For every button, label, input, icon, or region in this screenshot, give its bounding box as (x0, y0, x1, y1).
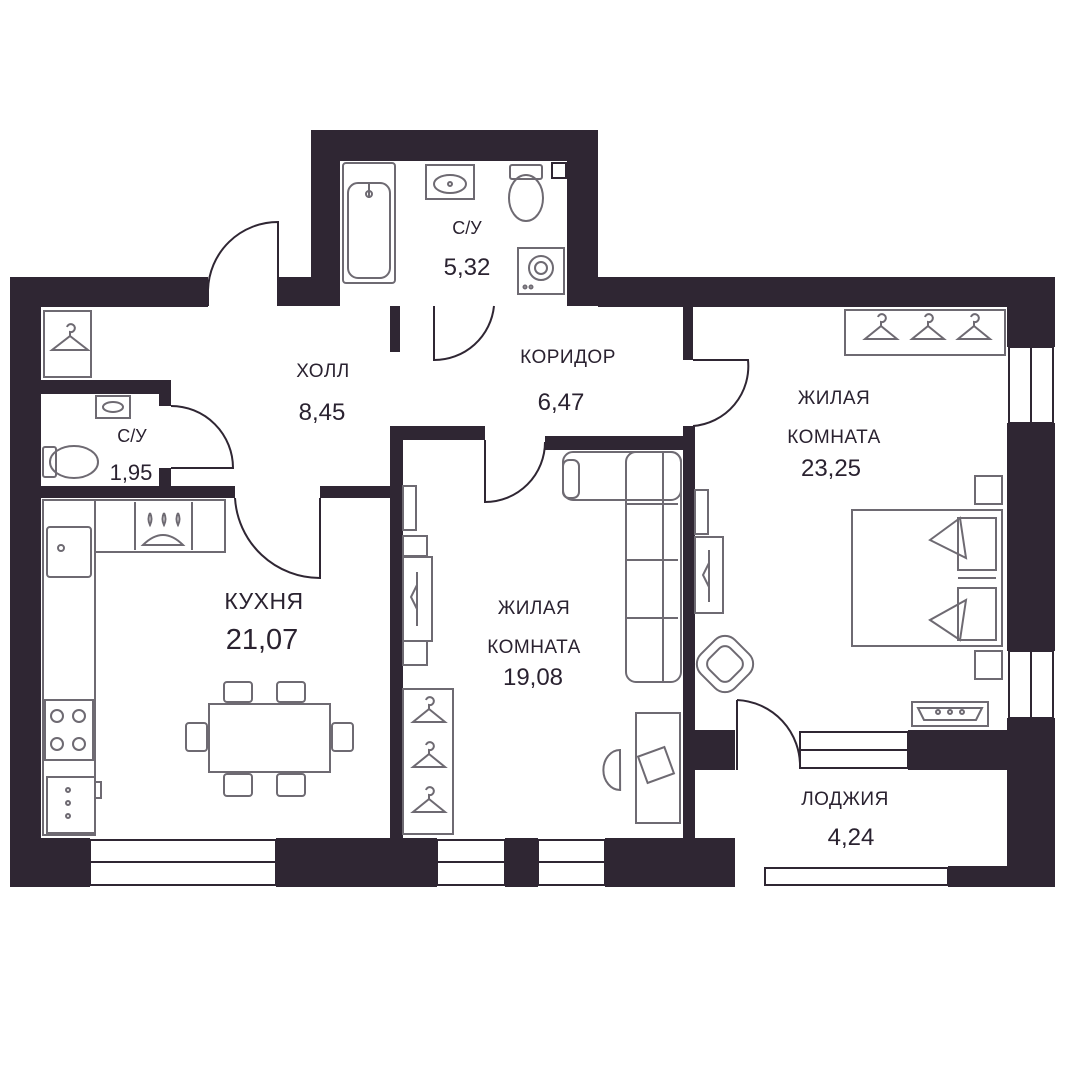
sink-icon (95, 395, 131, 419)
hanger-icon (402, 688, 454, 835)
wall-segment (1007, 277, 1055, 347)
dishes-icon (140, 534, 186, 546)
wall-segment (390, 426, 485, 440)
room-name-living-middle-line2: КОМНАТА (487, 637, 581, 658)
door-bath-small (170, 405, 235, 469)
stove-icon (44, 699, 94, 761)
wall-segment (10, 277, 41, 887)
wall-segment (276, 838, 437, 887)
wall-segment (683, 426, 695, 838)
room-name-living-right-line2: КОМНАТА (787, 427, 881, 448)
wall-segment (598, 277, 1055, 307)
room-name-bathroom-top: С/У (452, 218, 482, 238)
hanger-icon (43, 310, 92, 378)
bed-icon (851, 475, 1003, 680)
toilet-icon (42, 445, 99, 479)
door-bath-top (433, 305, 495, 362)
sofa-icon (562, 451, 682, 683)
wall-segment (1007, 423, 1055, 651)
wall-segment (545, 436, 693, 450)
room-name-bathroom-small: С/У (117, 426, 147, 446)
doors (170, 220, 802, 770)
armchair-icon (695, 634, 755, 694)
nightstand (974, 650, 1003, 680)
wall-segment (505, 838, 538, 887)
kitchen-counter (42, 499, 226, 836)
hanger-icon (844, 309, 1006, 356)
dishwasher-icon (147, 512, 181, 528)
wall-segment (10, 838, 90, 887)
windows (89, 346, 1054, 886)
wall-segment (683, 306, 693, 360)
door-living-right (692, 359, 750, 427)
sink-icon (46, 526, 92, 578)
wall-segment (695, 838, 735, 887)
room-area-bathroom-top: 5,32 (443, 254, 491, 281)
washing-machine-icon (517, 247, 565, 295)
wall-segment (41, 380, 171, 394)
oven-icon (46, 776, 102, 834)
desk-icon (602, 712, 681, 824)
bathtub-icon (342, 162, 396, 284)
wall-segment (390, 426, 403, 838)
nightstand (974, 475, 1003, 505)
room-name-hall: ХОЛЛ (296, 361, 350, 382)
wall-segment (695, 730, 735, 770)
shaft (551, 162, 567, 179)
room-name-living-right-line1: ЖИЛАЯ (797, 388, 871, 409)
door-kitchen (234, 497, 321, 580)
room-name-kitchen: КУХНЯ (224, 588, 304, 614)
wall-segment (10, 277, 208, 307)
room-area-bathroom-small: 1,95 (109, 460, 153, 485)
wall-segment (908, 730, 1007, 770)
wall-segment (311, 130, 598, 161)
sink-icon (425, 164, 475, 200)
room-area-corridor: 6,47 (537, 389, 585, 416)
door-living-middle (484, 440, 546, 504)
window (764, 867, 949, 886)
fixtures (42, 162, 1006, 836)
wall-segment (390, 306, 400, 352)
room-area-living-middle: 19,08 (502, 664, 564, 691)
wall-segment (278, 277, 340, 306)
room-area-living-right: 23,25 (800, 455, 862, 482)
radiator-icon (911, 701, 989, 727)
wall-segment (311, 130, 340, 306)
wall-segment (41, 486, 235, 498)
wall-segment (320, 486, 395, 498)
room-name-corridor: КОРИДОР (520, 347, 616, 368)
wall-segment (159, 380, 171, 406)
room-area-loggia: 4,24 (827, 824, 875, 851)
room-area-hall: 8,45 (298, 399, 346, 426)
door-hall-entry (207, 220, 279, 306)
wardrobe-icon (694, 489, 724, 614)
room-name-loggia: ЛОДЖИЯ (801, 789, 889, 810)
dining-table-icon (185, 681, 354, 797)
wall-segment (1007, 718, 1055, 886)
wall-segment (159, 468, 171, 490)
toilet-icon (508, 164, 544, 222)
wall-segment (948, 866, 1055, 887)
room-name-living-middle-line1: ЖИЛАЯ (497, 598, 571, 619)
door-loggia (736, 699, 802, 770)
walls (10, 130, 1055, 887)
room-area-kitchen: 21,07 (225, 624, 299, 656)
wall-segment (567, 130, 598, 306)
wardrobe-icon (402, 485, 433, 666)
